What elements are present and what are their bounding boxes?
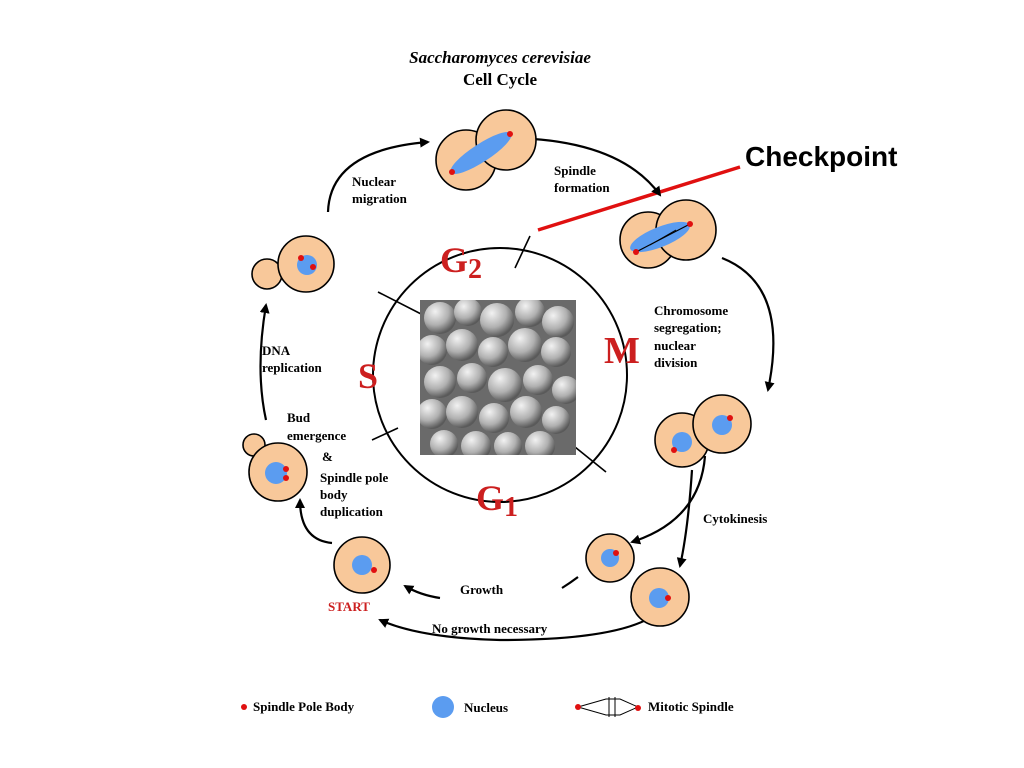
phase-m-label: M (604, 330, 640, 372)
yeast-micrograph (420, 300, 576, 455)
cell-dna-replication (251, 235, 335, 293)
arrow-no-growth-necessary (378, 604, 666, 642)
cell-start (333, 536, 391, 594)
arrow-chromosome-segregation (721, 256, 775, 392)
phase-divider-m-g1 (574, 446, 607, 473)
arrow-bud-emergence (295, 498, 333, 545)
legend-spb-label: Spindle Pole Body (253, 699, 355, 714)
checkpoint-label: Checkpoint (745, 141, 897, 172)
arrow-growth (403, 584, 441, 600)
label-chromosome-segregation: Chromosome segregation; nuclear division (654, 303, 731, 370)
legend-spindle-label: Mitotic Spindle (648, 699, 734, 714)
label-start: START (328, 599, 370, 614)
arrow-cytokinesis-left (630, 455, 707, 545)
checkpoint-line (537, 165, 741, 232)
arrow-cytokinesis-down (676, 469, 694, 568)
label-bud-emergence: Bud emergence (287, 410, 346, 443)
legend-spb-icon (241, 704, 247, 710)
phase-divider-s-g2 (377, 291, 426, 317)
phase-s-label: S (358, 356, 378, 396)
arrow-nuclear-migration (326, 137, 430, 213)
title-species: Saccharomyces cerevisiae (409, 48, 591, 67)
cell-daughter-small (585, 533, 635, 583)
legend: Spindle Pole Body Nucleus Mitotic Spindl… (241, 696, 734, 718)
phase-g1-label: G1 (476, 478, 518, 523)
arrow-dna-replication (259, 303, 270, 421)
label-no-growth-necessary: No growth necessary (432, 621, 548, 636)
label-spb-duplication: Spindle pole body duplication (320, 470, 392, 519)
label-dna-replication: DNA replication (262, 343, 322, 375)
legend-nucleus-icon (432, 696, 454, 718)
cell-nuclear-division (654, 394, 752, 468)
phase-divider-g1-s (371, 427, 399, 441)
cell-bud-emergence (242, 433, 308, 502)
label-cytokinesis: Cytokinesis (703, 511, 767, 526)
cell-spindle-formation (619, 199, 717, 269)
label-growth: Growth (460, 582, 504, 597)
legend-spindle-icon (575, 697, 641, 717)
legend-nucleus-label: Nucleus (464, 700, 508, 715)
inner-cycle-circle (372, 247, 628, 503)
title-subtitle: Cell Cycle (463, 70, 538, 89)
phase-divider-g2-m (514, 235, 531, 269)
phase-g2-label: G2 (440, 240, 482, 285)
label-ampersand: & (322, 449, 333, 464)
label-spindle-formation: Spindle formation (554, 163, 610, 195)
arrow-growth-tail (561, 576, 579, 589)
cell-daughter-large (630, 567, 690, 627)
label-nuclear-migration: Nuclear migration (352, 174, 408, 206)
cell-nuclear-migration (435, 109, 537, 191)
